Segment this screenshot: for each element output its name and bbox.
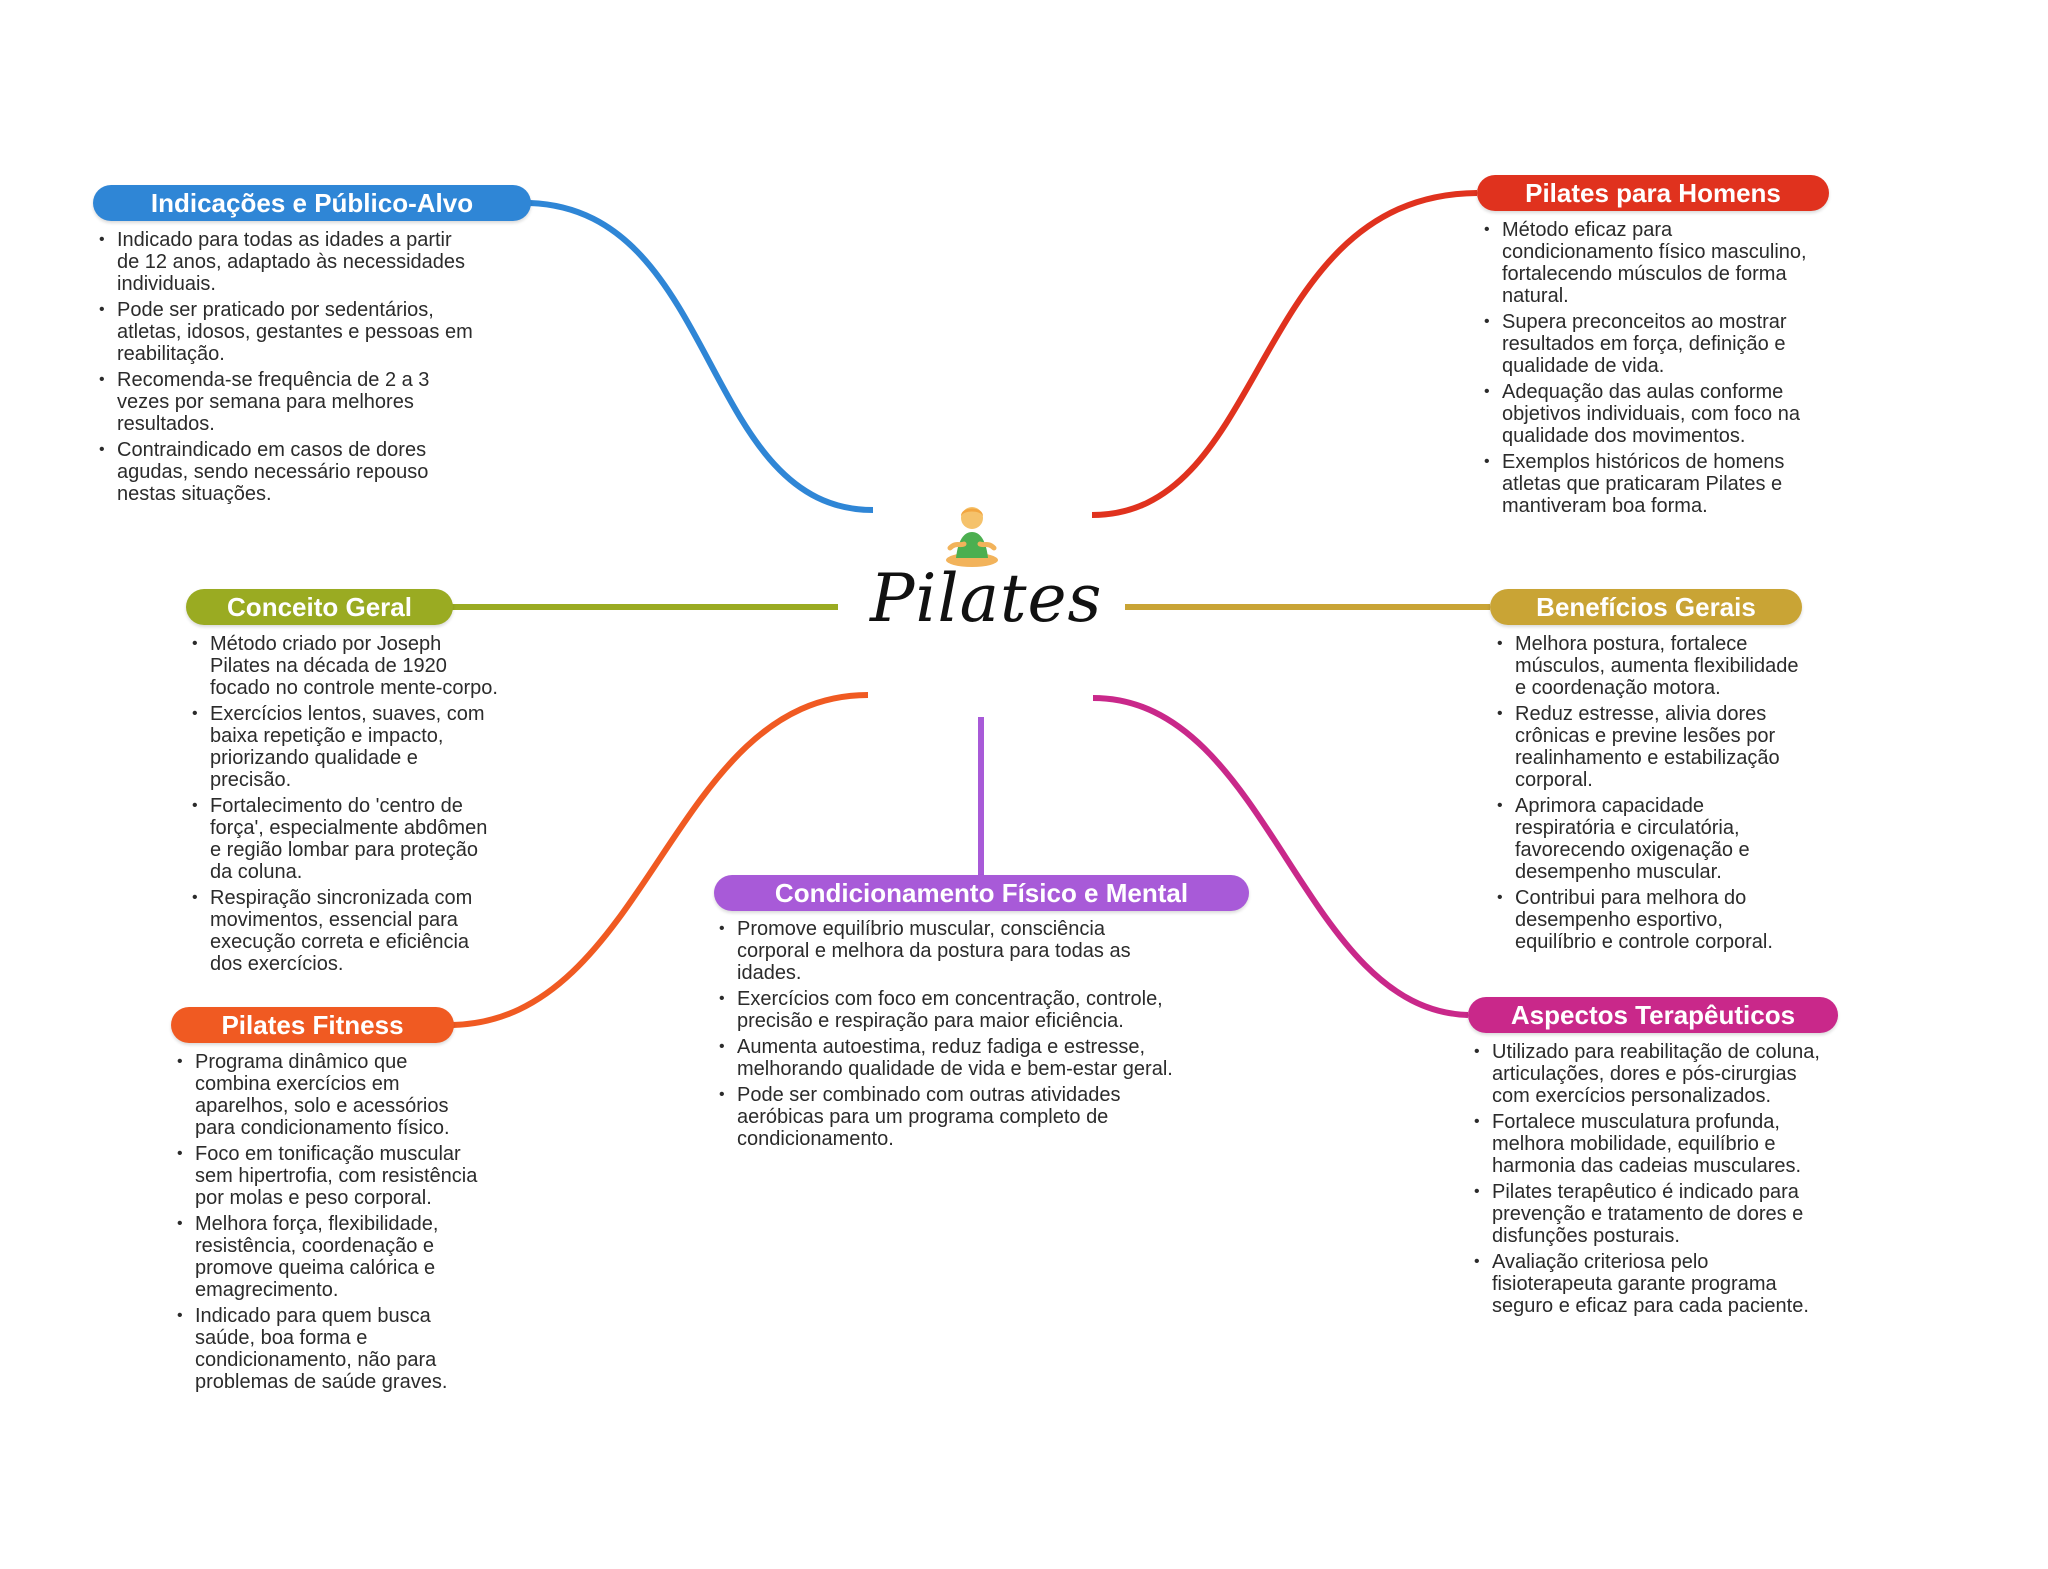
list-item: Recomenda-se frequência de 2 a 3 vezes p… (99, 369, 479, 435)
list-item: Melhora postura, fortalece músculos, aum… (1497, 633, 1807, 699)
list-item: Pode ser combinado com outras atividades… (719, 1084, 1179, 1150)
person-meditating-icon (942, 500, 1002, 570)
branch-condicionamento-list: Promove equilíbrio muscular, consciência… (719, 918, 1179, 1154)
central-topic-title: Pilates (870, 560, 1103, 637)
list-item: Reduz estresse, alivia dores crônicas e … (1497, 703, 1807, 791)
branch-beneficios-list: Melhora postura, fortalece músculos, aum… (1497, 633, 1807, 957)
branch-condicionamento-label[interactable]: Condicionamento Físico e Mental (714, 875, 1249, 911)
connector-indicacoes (529, 200, 874, 513)
list-item: Aumenta autoestima, reduz fadiga e estre… (719, 1036, 1179, 1080)
list-item: Aprimora capacidade respiratória e circu… (1497, 795, 1807, 883)
list-item: Exercícios lentos, suaves, com baixa rep… (192, 703, 502, 791)
branch-indicacoes-label[interactable]: Indicações e Público-Alvo (93, 185, 531, 221)
connector-terapeuticos (1092, 695, 1469, 1018)
list-item: Pode ser praticado por sedentários, atle… (99, 299, 479, 365)
list-item: Indicado para quem busca saúde, boa form… (177, 1305, 487, 1393)
branch-indicacoes-list: Indicado para todas as idades a partir d… (99, 229, 479, 509)
list-item: Contraindicado em casos de dores agudas,… (99, 439, 479, 505)
list-item: Programa dinâmico que combina exercícios… (177, 1051, 487, 1139)
branch-beneficios-label[interactable]: Benefícios Gerais (1490, 589, 1802, 625)
list-item: Fortalecimento do 'centro de força', esp… (192, 795, 502, 883)
list-item: Método criado por Joseph Pilates na déca… (192, 633, 502, 699)
branch-conceito-list: Método criado por Joseph Pilates na déca… (192, 633, 502, 979)
branch-homens-list: Método eficaz para condicionamento físic… (1484, 219, 1824, 521)
branch-fitness-list: Programa dinâmico que combina exercícios… (177, 1051, 487, 1397)
list-item: Promove equilíbrio muscular, consciência… (719, 918, 1179, 984)
list-item: Supera preconceitos ao mostrar resultado… (1484, 311, 1824, 377)
list-item: Adequação das aulas conforme objetivos i… (1484, 381, 1824, 447)
branch-homens-label[interactable]: Pilates para Homens (1477, 175, 1829, 211)
list-item: Respiração sincronizada com movimentos, … (192, 887, 502, 975)
list-item: Exemplos históricos de homens atletas qu… (1484, 451, 1824, 517)
list-item: Contribui para melhora do desempenho esp… (1497, 887, 1807, 953)
list-item: Fortalece musculatura profunda, melhora … (1474, 1111, 1834, 1177)
list-item: Foco em tonificação muscular sem hipertr… (177, 1143, 487, 1209)
connector-fitness (452, 692, 869, 1028)
connector-homens (1091, 190, 1478, 518)
list-item: Pilates terapêutico é indicado para prev… (1474, 1181, 1834, 1247)
list-item: Exercícios com foco em concentração, con… (719, 988, 1179, 1032)
list-item: Avaliação criteriosa pelo fisioterapeuta… (1474, 1251, 1834, 1317)
branch-terapeuticos-list: Utilizado para reabilitação de coluna, a… (1474, 1041, 1834, 1321)
list-item: Utilizado para reabilitação de coluna, a… (1474, 1041, 1834, 1107)
branch-terapeuticos-label[interactable]: Aspectos Terapêuticos (1468, 997, 1838, 1033)
list-item: Método eficaz para condicionamento físic… (1484, 219, 1824, 307)
branch-conceito-label[interactable]: Conceito Geral (186, 589, 453, 625)
branch-fitness-label[interactable]: Pilates Fitness (171, 1007, 454, 1043)
list-item: Melhora força, flexibilidade, resistênci… (177, 1213, 487, 1301)
list-item: Indicado para todas as idades a partir d… (99, 229, 479, 295)
